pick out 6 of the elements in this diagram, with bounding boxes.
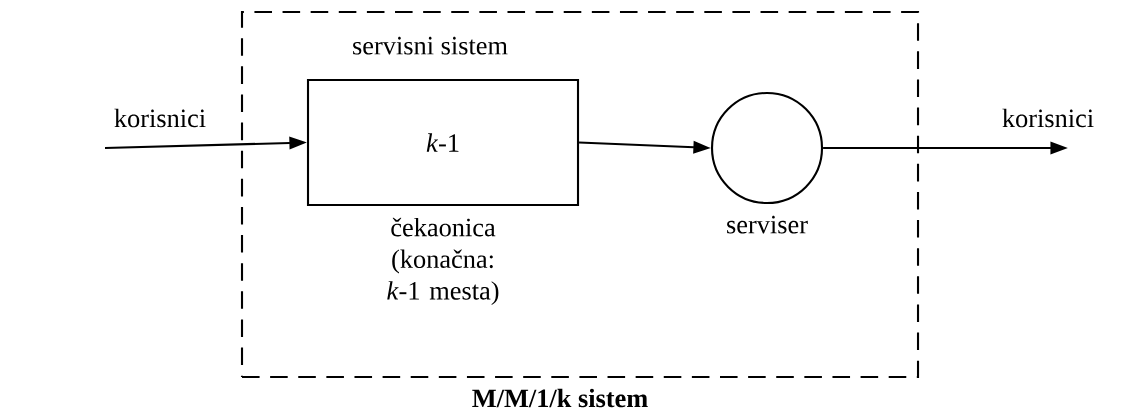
edge-label: korisnici: [112, 106, 208, 130]
edge-label: korisnici: [1000, 106, 1096, 130]
caption: M/M/1/k sistem: [472, 388, 648, 408]
node-caption: čekaonica (konačna: k-1 mesta): [387, 217, 499, 306]
node-caption: serviser: [727, 215, 808, 234]
process-box: k-1: [306, 78, 580, 207]
